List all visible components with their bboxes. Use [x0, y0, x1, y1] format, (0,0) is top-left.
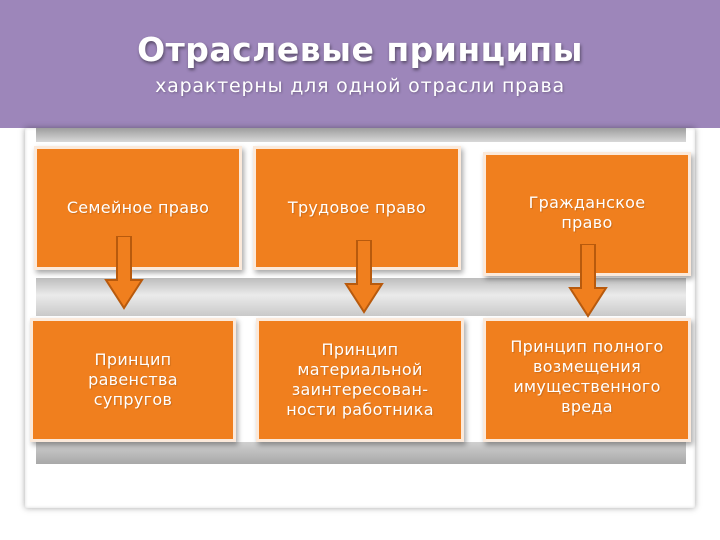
branch-label: Гражданское право	[528, 193, 646, 232]
principle-text: Принцип материальной заинтересован- ност…	[286, 340, 434, 419]
principle-box-spousal-equality: Принцип равенства супругов	[30, 318, 236, 442]
principle-text: Принцип равенства супругов	[88, 350, 178, 409]
branch-box-family-law: Семейное право	[34, 146, 242, 270]
principle-text: Принцип полного возмещения имущественног…	[510, 337, 664, 416]
arrow-down-icon	[344, 240, 384, 314]
branch-label: Трудовое право	[287, 198, 427, 217]
principle-box-full-compensation: Принцип полного возмещения имущественног…	[483, 318, 691, 442]
slide-subtitle: характерны для одной отрасли права	[155, 75, 565, 97]
bottom-band	[36, 442, 686, 464]
principle-box-worker-interest: Принцип материальной заинтересован- ност…	[256, 318, 464, 442]
branch-label: Семейное право	[66, 198, 210, 217]
arrow-down-icon	[104, 236, 144, 310]
top-band	[36, 128, 686, 142]
arrow-down-icon	[568, 244, 608, 318]
slide-title: Отраслевые принципы	[137, 30, 583, 69]
header-banner: Отраслевые принципы характерны для одной…	[0, 0, 720, 128]
